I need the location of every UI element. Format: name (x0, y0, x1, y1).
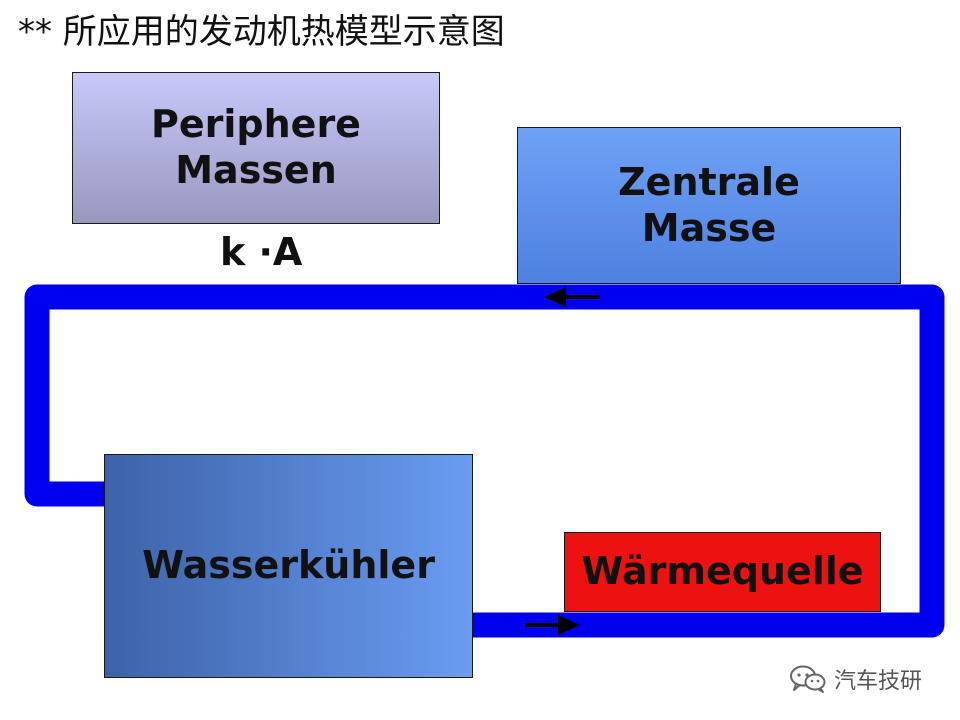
zentrale-masse-box: Zentrale Masse (517, 127, 901, 284)
watermark: 汽车技研 (788, 663, 922, 695)
periphere-label-line2: Massen (175, 148, 337, 192)
wasserkuehler-label: Wasserkühler (142, 543, 435, 588)
wasserkuehler-box: Wasserkühler (104, 454, 473, 678)
periphere-massen-box: Periphere Massen (72, 72, 440, 224)
page-title: ** 所应用的发动机热模型示意图 (18, 12, 505, 52)
waermequelle-box: Wärmequelle (564, 532, 881, 612)
loop-pipe (24, 284, 945, 638)
watermark-text: 汽车技研 (834, 669, 923, 694)
waermequelle-label: Wärmequelle (581, 549, 864, 594)
zentrale-label-line1: Zentrale (618, 159, 800, 204)
zentrale-label-line2: Masse (641, 205, 777, 250)
periphere-label-line1: Periphere (151, 102, 361, 147)
wechat-icon (790, 665, 826, 693)
ka-label: k ·A (220, 230, 303, 274)
